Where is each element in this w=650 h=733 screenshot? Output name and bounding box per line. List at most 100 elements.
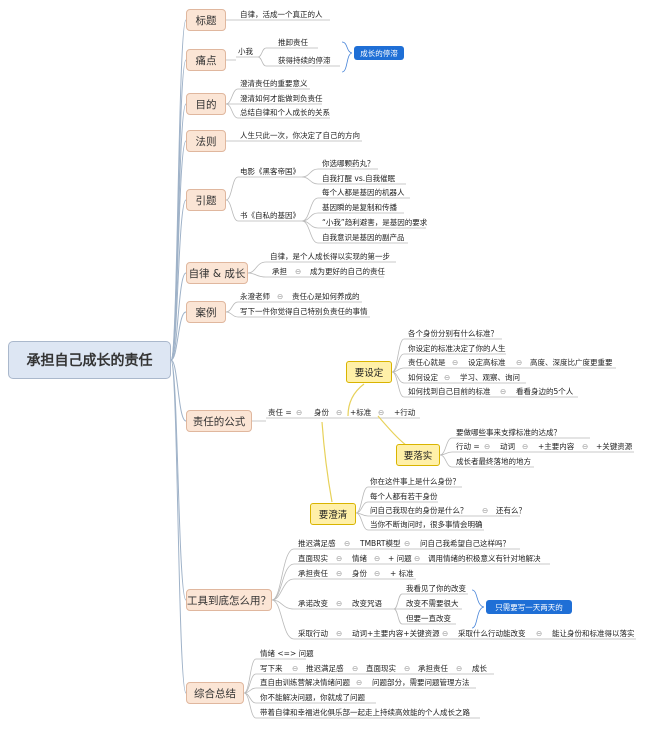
tools-r4-callout[interactable]: 只需要写一天两天的 bbox=[486, 600, 572, 614]
topic-intro[interactable]: 引题 bbox=[186, 189, 226, 211]
set-item-1: 各个身份分别有什么标准？ bbox=[408, 329, 498, 338]
summary-r2-a: 写下来 bbox=[260, 664, 283, 673]
topic-summary[interactable]: 综合总结 bbox=[186, 682, 244, 704]
tools-r2-bullet-1: ⊖ bbox=[336, 554, 343, 563]
topic-goal[interactable]: 目的 bbox=[186, 93, 226, 115]
summary-r4: 你不能解决问题，你就成了问题 bbox=[260, 693, 365, 702]
land-row2-c: +主要内容 bbox=[538, 442, 575, 451]
summary-r2-c: 直面现实 bbox=[366, 664, 396, 673]
topic-tools[interactable]: 工具到底怎么用？ bbox=[186, 589, 272, 611]
tools-r4-item-3: 但要一直改变 bbox=[406, 614, 451, 623]
summary-r1: 情绪 <=> 问题 bbox=[260, 649, 314, 658]
clarify-row3-a: 问自己我现在的身份是什么？ bbox=[370, 506, 468, 515]
case-item-1b: 责任心是如何养成的 bbox=[292, 292, 360, 301]
summary-r2-bullet-4: ⊖ bbox=[456, 664, 463, 673]
tools-r1-bullet-1: ⊖ bbox=[344, 539, 351, 548]
callout-land[interactable]: 要落实 bbox=[396, 444, 440, 466]
set-row5-a: 如何找到自己目前的标准 bbox=[408, 387, 491, 396]
rule-text: 人生只此一次，你决定了自己的方向 bbox=[240, 131, 360, 140]
tools-r3-bullet-1: ⊖ bbox=[336, 569, 343, 578]
pain-item-2: 获得持续的停滞 bbox=[278, 56, 331, 65]
set-row3-c: 高度、深度比广度更重要 bbox=[530, 358, 613, 367]
set-row5-b: 看看身边的5个人 bbox=[516, 387, 574, 396]
summary-r2-bullet-1: ⊖ bbox=[292, 664, 299, 673]
callout-clarify[interactable]: 要澄清 bbox=[310, 503, 356, 525]
tools-r2-b: 情绪 bbox=[352, 554, 367, 563]
topic-case[interactable]: 案例 bbox=[186, 301, 226, 323]
clarify-row3-b: 还有么？ bbox=[496, 506, 526, 515]
intro-movie: 电影《黑客帝国》 bbox=[240, 167, 300, 176]
summary-r5: 带着自律和幸福进化俱乐部一起走上持续高效能的个人成长之路 bbox=[260, 708, 470, 717]
formula-bullet-2: ⊖ bbox=[336, 408, 343, 417]
summary-r2-b: 推迟满足感 bbox=[306, 664, 344, 673]
title-text: 自律，活成一个真正的人 bbox=[240, 10, 323, 19]
set-row5-bullet: ⊖ bbox=[500, 387, 507, 396]
tools-r5-bullet-1: ⊖ bbox=[336, 629, 343, 638]
goal-item-1: 澄清责任的重要意义 bbox=[240, 79, 308, 88]
set-row3-bullet-1: ⊖ bbox=[452, 358, 459, 367]
tools-r4-bullet: ⊖ bbox=[336, 599, 343, 608]
tools-r3-bullet-2: ⊖ bbox=[374, 569, 381, 578]
summary-r2-e: 成长 bbox=[472, 664, 487, 673]
formula-bullet-3: ⊖ bbox=[378, 408, 385, 417]
summary-r2-bullet-3: ⊖ bbox=[404, 664, 411, 673]
land-row2-b: 动词 bbox=[500, 442, 515, 451]
pain-callout[interactable]: 成长的停滞 bbox=[354, 46, 404, 60]
tools-r2-a: 直面现实 bbox=[298, 554, 328, 563]
intro-book: 书《自私的基因》 bbox=[240, 211, 300, 220]
set-row4-bullet: ⊖ bbox=[444, 373, 451, 382]
intro-book-item-1: 每个人都是基因的机器人 bbox=[322, 188, 405, 197]
growth-item-1: 自律，是个人成长得以实现的第一步 bbox=[270, 252, 390, 261]
summary-r2-bullet-2: ⊖ bbox=[352, 664, 359, 673]
formula-standard: +标准 bbox=[350, 408, 372, 417]
formula-bullet-1: ⊖ bbox=[296, 408, 303, 417]
tools-r3-b: 身份 bbox=[352, 569, 367, 578]
topic-pain[interactable]: 痛点 bbox=[186, 49, 226, 71]
set-row3-b: 设定高标准 bbox=[468, 358, 506, 367]
formula-action: +行动 bbox=[394, 408, 416, 417]
land-row2-bullet-2: ⊖ bbox=[522, 442, 529, 451]
tools-r1-c: 问自己我希望自己这样吗？ bbox=[420, 539, 510, 548]
tools-r2-bullet-3: ⊖ bbox=[414, 554, 421, 563]
set-row4-a: 如何设定 bbox=[408, 373, 438, 382]
tools-r4-b: 改变咒语 bbox=[352, 599, 382, 608]
land-item-1: 要做哪些事来支撑标准的达成？ bbox=[456, 428, 561, 437]
topic-rule[interactable]: 法则 bbox=[186, 130, 226, 152]
tools-r2-d: 调用情绪的积极意义有针对地解决 bbox=[428, 554, 541, 563]
tools-r5-a: 采取行动 bbox=[298, 629, 328, 638]
topic-growth[interactable]: 自律 & 成长 bbox=[186, 262, 248, 284]
formula-identity: 身份 bbox=[314, 408, 329, 417]
tools-r2-bullet-2: ⊖ bbox=[374, 554, 381, 563]
tools-r1-bullet-2: ⊖ bbox=[404, 539, 411, 548]
goal-item-2: 澄清如何才能做到负责任 bbox=[240, 94, 323, 103]
land-row2-d: +关键资源 bbox=[596, 442, 633, 451]
clarify-item-1: 你在这件事上是什么身份？ bbox=[370, 477, 460, 486]
clarify-item-4: 当你不断询问时，很多事情会明确 bbox=[370, 520, 483, 529]
tools-r5-bullet-3: ⊖ bbox=[536, 629, 543, 638]
clarify-item-2: 每个人都有若干身份 bbox=[370, 492, 438, 501]
callout-set[interactable]: 要设定 bbox=[346, 361, 392, 383]
topic-title[interactable]: 标题 bbox=[186, 9, 226, 31]
growth-bullet: ⊖ bbox=[295, 267, 302, 276]
tools-r3-a: 承担责任 bbox=[298, 569, 328, 578]
summary-r2-d: 承担责任 bbox=[418, 664, 448, 673]
tools-r5-b: 动词+主要内容+关键资源 bbox=[352, 629, 440, 638]
summary-r3-a: 直自由训练营解决情绪问题 bbox=[260, 678, 350, 687]
set-row4-b: 学习、观察、询问 bbox=[460, 373, 520, 382]
case-item-2: 写下一件你觉得自己特别负责任的事情 bbox=[240, 307, 368, 316]
tools-r4-item-1: 我看见了你的改变 bbox=[406, 584, 466, 593]
clarify-row3-bullet: ⊖ bbox=[482, 506, 489, 515]
summary-r3-b: 问题部分，需要问题管理方法 bbox=[372, 678, 470, 687]
tools-r3-c: + 标准 bbox=[390, 569, 414, 578]
growth-item-2b: 成为更好的自己的责任 bbox=[310, 267, 385, 276]
intro-book-item-4: 自我意识是基因的副产品 bbox=[322, 233, 405, 242]
tools-r4-a: 承诺改变 bbox=[298, 599, 328, 608]
intro-movie-item-1: 你选哪颗药丸？ bbox=[322, 159, 375, 168]
topic-formula[interactable]: 责任的公式 bbox=[186, 410, 252, 432]
intro-movie-item-2: 自我打醒 vs.自我催眠 bbox=[322, 174, 396, 183]
root-node[interactable]: 承担自己成长的责任 bbox=[8, 341, 171, 379]
case-bullet: ⊖ bbox=[277, 292, 284, 301]
intro-book-item-2: 基因瞬的是复制和传播 bbox=[322, 203, 397, 212]
tools-r5-d: 能让身份和标准得以落实 bbox=[552, 629, 635, 638]
